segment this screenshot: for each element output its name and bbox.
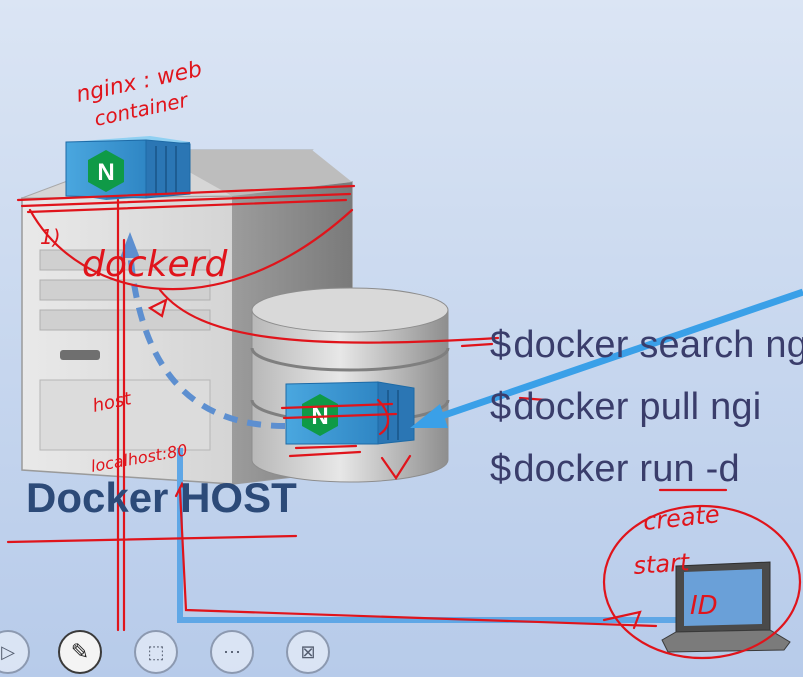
pointer-button[interactable]: ⬚ <box>134 630 178 674</box>
nginx-logo-top: N <box>97 159 114 186</box>
flow-arrows <box>120 232 803 623</box>
command-search: $docker search ng <box>490 324 803 366</box>
note-dockerd: dockerd <box>82 244 228 285</box>
command-run: $docker run -d <box>490 448 740 490</box>
note-create: create <box>642 500 721 536</box>
pen-button[interactable]: ✎ <box>58 630 102 674</box>
more-button[interactable]: ⋯ <box>210 630 254 674</box>
end-show-button[interactable]: ⊠ <box>286 630 330 674</box>
slideshow-toolbar: ▷ ✎ ⬚ ⋯ ⊠ <box>0 628 803 677</box>
red-ink-annotations <box>6 184 802 660</box>
pointer-icon: ⬚ <box>147 641 165 662</box>
end-show-icon: ⊠ <box>300 641 316 662</box>
docker-host-label: Docker HOST <box>26 474 297 521</box>
play-icon: ▷ <box>1 641 15 662</box>
play-button[interactable]: ▷ <box>0 630 30 674</box>
more-icon: ⋯ <box>223 641 241 662</box>
nginx-container-cube: N <box>65 136 191 200</box>
command-pull: $docker pull ngi <box>490 386 762 428</box>
note-step-number: 1) <box>40 225 61 249</box>
pen-icon: ✎ <box>70 639 90 664</box>
note-id: ID <box>690 591 718 621</box>
note-start: start <box>632 548 691 580</box>
laptop-illustration <box>661 561 791 653</box>
